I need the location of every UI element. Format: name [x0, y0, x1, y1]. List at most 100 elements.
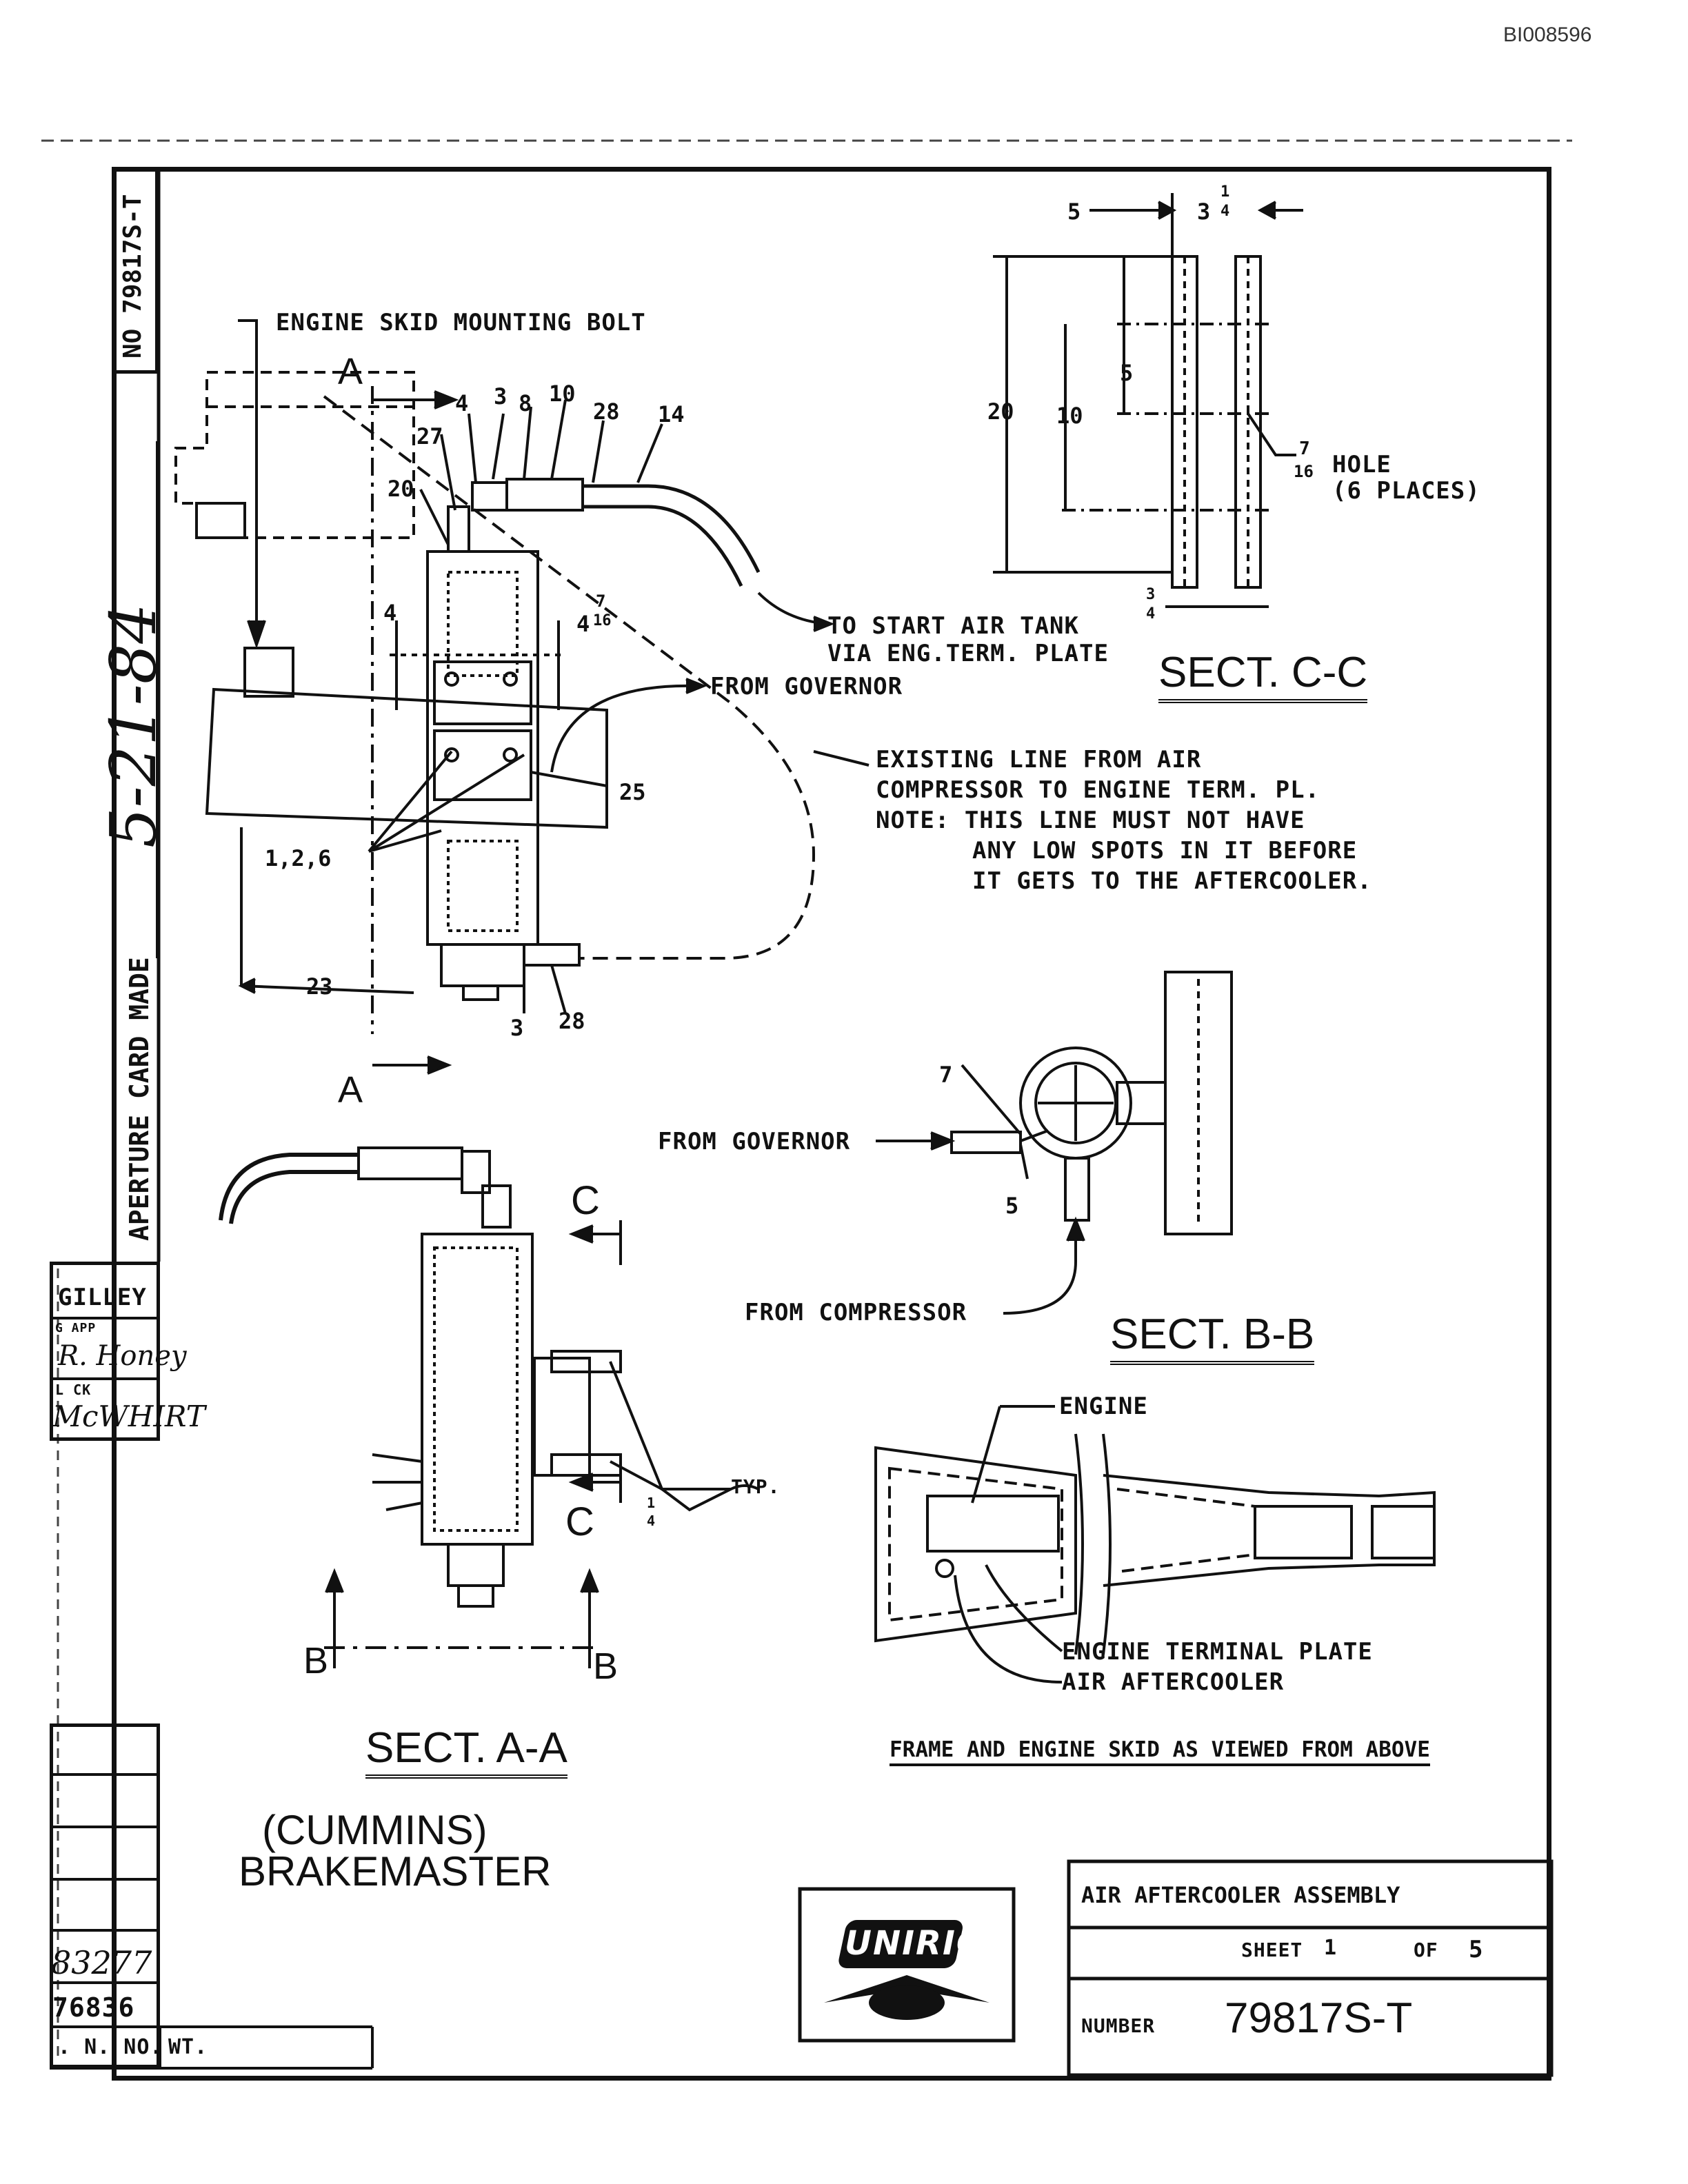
- aftercooler-core-top: [447, 571, 519, 677]
- callout-25: 25: [619, 779, 646, 805]
- logo-text: UNIRIG: [845, 1924, 985, 1963]
- section-c-top: C: [571, 1178, 600, 1223]
- callout-3: 3: [494, 383, 508, 410]
- mtl-ck-label: L CK: [55, 1382, 92, 1398]
- bb-compressor-line: [1003, 1220, 1077, 1315]
- section-a-bottom: A: [338, 1069, 363, 1111]
- label-typ: TYP.: [731, 1475, 781, 1498]
- sect-aa-geometry: [219, 1146, 759, 1668]
- number-value: 79817S-T: [1225, 1994, 1413, 2042]
- drawn-by: GILLEY: [58, 1284, 147, 1311]
- section-bb-title: SECT. B-B: [1110, 1310, 1315, 1365]
- label-from-governor-bb: FROM GOVERNOR: [658, 1128, 851, 1155]
- cc-dim-q-den: 4: [1220, 203, 1230, 220]
- label-to-start-air-tank-1: TO START AIR TANK: [827, 612, 1079, 640]
- part-number-2: 76836: [52, 1992, 135, 2023]
- cc-dim-10: 10: [1056, 403, 1083, 429]
- subtitle-brakemaster: BRAKEMASTER: [239, 1848, 552, 1894]
- aa-frac-num: 1: [647, 1495, 656, 1511]
- label-frame-caption: FRAME AND ENGINE SKID AS VIEWED FROM ABO…: [890, 1737, 1430, 1766]
- section-aa-text: SECT. A-A: [365, 1724, 567, 1779]
- cc-dim-q-num: 1: [1220, 183, 1230, 201]
- parts-block: [50, 1723, 160, 2068]
- cc-dim-5-top: 5: [1067, 199, 1081, 225]
- logo-mark: [824, 1920, 989, 2020]
- label-note-1: NOTE: THIS LINE MUST NOT HAVE: [876, 807, 1305, 834]
- label-engine-terminal-plate: ENGINE TERMINAL PLATE: [1062, 1638, 1373, 1666]
- elbow: [471, 481, 508, 512]
- label-existing-line-2: COMPRESSOR TO ENGINE TERM. PL.: [876, 776, 1320, 804]
- cc-dim-t-den: 4: [1146, 605, 1156, 623]
- callout-10: 10: [549, 381, 576, 407]
- top-fitting: [447, 505, 470, 553]
- cc-dim-3: 3: [1197, 199, 1211, 225]
- section-c-bottom: C: [565, 1499, 594, 1544]
- section-aa-title: SECT. A-A: [365, 1723, 567, 1779]
- label-engine-skid-bolt: ENGINE SKID MOUNTING BOLT: [276, 309, 646, 336]
- mount-plate-2: [433, 729, 532, 801]
- label-existing-line-1: EXISTING LINE FROM AIR: [876, 746, 1202, 774]
- callout-14: 14: [658, 401, 685, 427]
- sect-bb-geometry: [876, 971, 1233, 1315]
- hose-fitting: [505, 478, 584, 512]
- of-value: 5: [1469, 1936, 1484, 1963]
- bolt-leader: [238, 319, 258, 641]
- top-engine-block: [926, 1495, 1060, 1553]
- section-b-right: B: [593, 1646, 619, 1687]
- section-bb-text: SECT. B-B: [1110, 1311, 1315, 1365]
- col-wt: WT.: [168, 2035, 208, 2059]
- label-to-start-air-tank-2: VIA ENG.TERM. PLATE: [827, 640, 1109, 667]
- col-n-no: . N. NO.: [58, 2035, 163, 2059]
- aftercooler-core-bot: [447, 840, 519, 932]
- label-from-compressor: FROM COMPRESSOR: [745, 1299, 967, 1326]
- dim-4-right: 4: [576, 611, 590, 637]
- engine-skid-outline: [174, 371, 415, 539]
- dim-4-left: 4: [383, 600, 397, 626]
- section-cc-title: SECT. C-C: [1158, 648, 1368, 703]
- start-air-hose: [583, 484, 761, 574]
- signature-block: [50, 1262, 160, 1441]
- bb-callout-5: 5: [1005, 1193, 1019, 1219]
- section-cc-text: SECT. C-C: [1158, 649, 1368, 703]
- unirig-logo: UNIRIG: [810, 1899, 1003, 2030]
- callout-20: 20: [388, 476, 414, 502]
- aftercooler-leader: [954, 1575, 1063, 1684]
- label-engine: ENGINE: [1059, 1393, 1148, 1420]
- document-id: BI008596: [1503, 23, 1592, 46]
- dim-4-frac-den: 16: [593, 612, 612, 629]
- section-b-left: B: [303, 1640, 329, 1681]
- callout-27: 27: [416, 423, 443, 449]
- frame-top-view: [874, 1405, 1436, 1684]
- aa-frac-den: 4: [647, 1513, 656, 1529]
- logo-box: [798, 1887, 1016, 2043]
- title-block-lines: [798, 1859, 1554, 2077]
- sect-cc-geometry: [993, 193, 1303, 608]
- section-a-top: A: [338, 351, 363, 392]
- sheet-label: SHEET: [1241, 1939, 1303, 1961]
- frame-rail: [205, 687, 608, 829]
- label-air-aftercooler: AIR AFTERCOOLER: [1062, 1668, 1285, 1696]
- cc-dim-t-num: 3: [1146, 586, 1156, 603]
- drawing-frame: [112, 167, 1551, 2081]
- mounting-bolt: [243, 647, 294, 698]
- governor-line: [550, 684, 697, 773]
- cc-hole-frac-den: 16: [1294, 462, 1314, 481]
- sheet-value: 1: [1324, 1936, 1338, 1960]
- callout-28: 28: [593, 398, 620, 425]
- label-from-governor-top: FROM GOVERNOR: [710, 673, 903, 700]
- aa-hose: [219, 1153, 359, 1221]
- aftercooler-body: [426, 550, 539, 946]
- eng-app-signature: R. Honey: [58, 1340, 187, 1372]
- of-label: OF: [1414, 1939, 1438, 1961]
- subtitle-cummins: (CUMMINS): [262, 1807, 488, 1853]
- label-hole: HOLE: [1332, 451, 1391, 478]
- callout-3-bottom: 3: [510, 1015, 524, 1041]
- bottom-fitting: [523, 943, 581, 967]
- callout-1-2-6: 1,2,6: [265, 845, 332, 871]
- skid-bracket: [195, 502, 246, 539]
- callout-28-bottom: 28: [559, 1008, 585, 1034]
- aftercooler-base: [440, 943, 525, 987]
- bb-callout-7: 7: [939, 1062, 953, 1088]
